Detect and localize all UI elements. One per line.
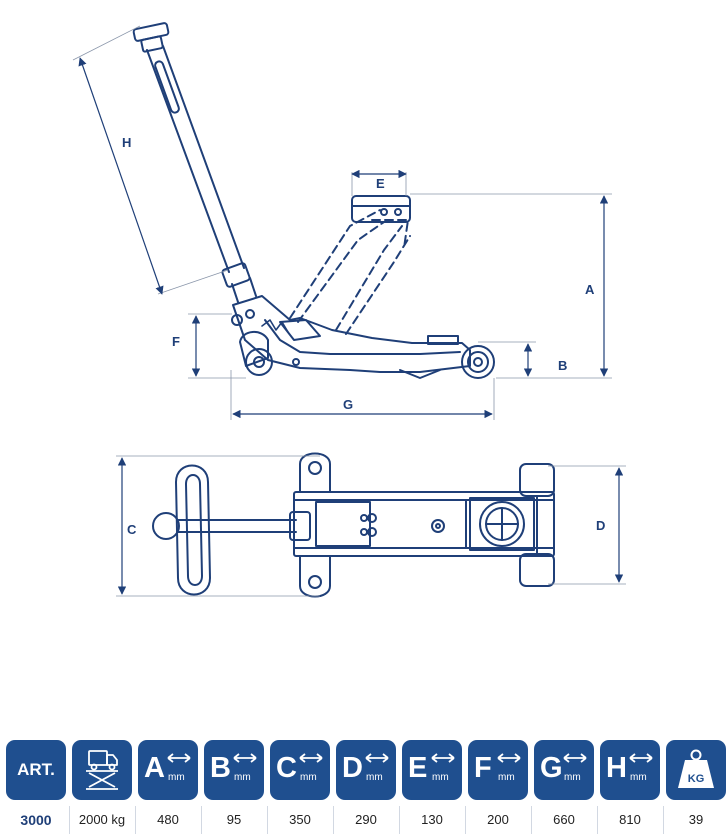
handle-loop	[152, 464, 211, 596]
spec-header-G: G mm	[534, 740, 594, 800]
dim-label-D: D	[596, 518, 605, 533]
handle-shaft	[146, 45, 257, 303]
spec-col-H: H mm 810	[600, 736, 660, 837]
spec-separator	[399, 806, 400, 834]
spec-separator	[333, 806, 334, 834]
dim-label-C: C	[127, 522, 137, 537]
top-frame	[293, 491, 555, 557]
side-view-dimensions	[72, 25, 612, 420]
spec-table: ART. 3000 2000 kg A	[0, 736, 728, 837]
spec-letter-B: B	[210, 752, 231, 784]
spec-value-F: 200	[487, 812, 509, 827]
spec-header-capacity	[72, 740, 132, 800]
spec-unit: mm	[564, 772, 581, 783]
spec-value-H: 810	[619, 812, 641, 827]
side-view	[132, 22, 495, 379]
spec-header-weight: KG	[666, 740, 726, 800]
spec-value-G: 660	[553, 812, 575, 827]
spec-unit: mm	[366, 772, 383, 783]
spec-value-weight: 39	[688, 812, 704, 827]
weight-kg-icon: KG	[678, 749, 714, 788]
spec-col-E: E mm 130	[402, 736, 462, 837]
spec-value-D: 290	[355, 812, 377, 827]
spec-col-F: F mm 200	[468, 736, 528, 837]
spec-separator	[201, 806, 202, 834]
double-arrow-icon	[629, 753, 653, 763]
spec-letter-F: F	[474, 752, 492, 784]
spec-header-B: B mm	[204, 740, 264, 800]
dim-label-A: A	[585, 282, 595, 297]
truck-on-lift-icon	[86, 750, 118, 790]
top-front-wheels	[519, 463, 555, 587]
spec-separator	[531, 806, 532, 834]
spec-unit: mm	[498, 772, 515, 783]
spec-unit: mm	[234, 772, 251, 783]
dim-label-B: B	[558, 358, 567, 373]
dim-label-G: G	[343, 397, 353, 412]
spec-header-D: D mm	[336, 740, 396, 800]
spec-header-C: C mm	[270, 740, 330, 800]
dim-label-E: E	[376, 176, 385, 191]
spec-separator	[597, 806, 598, 834]
rear-caster-wheel	[239, 331, 273, 376]
spec-unit: mm	[630, 772, 647, 783]
dim-label-H: H	[122, 135, 131, 150]
spec-value-B: 95	[226, 812, 242, 827]
spec-letter-G: G	[540, 752, 563, 784]
spec-value-C: 350	[289, 812, 311, 827]
spec-separator	[267, 806, 268, 834]
spec-col-art: ART. 3000	[6, 736, 66, 837]
double-arrow-icon	[233, 753, 257, 763]
spec-separator	[69, 806, 70, 834]
handle-grip	[132, 22, 170, 53]
spec-letter-E: E	[408, 752, 428, 784]
double-arrow-icon	[299, 753, 323, 763]
dim-label-F: F	[172, 334, 180, 349]
spec-separator	[465, 806, 466, 834]
lifting-saddle	[351, 195, 411, 223]
spec-col-C: C mm 350	[270, 736, 330, 837]
spec-col-B: B mm 95	[204, 736, 264, 837]
spec-unit: mm	[168, 772, 185, 783]
jack-technical-drawing: H E A B F G C D	[72, 22, 626, 598]
spec-value-art: 3000	[20, 812, 52, 828]
top-handle-shaft	[177, 511, 311, 541]
spec-col-A: A mm 480	[138, 736, 198, 837]
spec-header-H: H mm	[600, 740, 660, 800]
top-view-dimensions	[116, 455, 626, 597]
spec-value-A: 480	[157, 812, 179, 827]
spec-letter-A: A	[144, 752, 165, 784]
spec-value-E: 130	[421, 812, 443, 827]
spec-header-A: A mm	[138, 740, 198, 800]
spec-col-weight: KG 39	[666, 736, 726, 837]
front-wheel	[461, 345, 495, 379]
spec-header-E: E mm	[402, 740, 462, 800]
spec-value-capacity: 2000 kg	[78, 812, 126, 827]
spec-separator	[135, 806, 136, 834]
double-arrow-icon	[365, 753, 389, 763]
double-arrow-icon	[563, 753, 587, 763]
double-arrow-icon	[167, 753, 191, 763]
double-arrow-icon	[431, 753, 455, 763]
spec-unit: mm	[300, 772, 317, 783]
spec-letter-H: H	[606, 752, 627, 784]
spec-header-art: ART.	[6, 740, 66, 800]
spec-col-capacity: 2000 kg	[72, 736, 132, 837]
spec-separator	[663, 806, 664, 834]
raised-lift-arm	[289, 209, 411, 335]
double-arrow-icon	[497, 753, 521, 763]
spec-letter-D: D	[342, 752, 363, 784]
weight-unit-label: KG	[688, 773, 705, 785]
spec-col-G: G mm 660	[534, 736, 594, 837]
art-label: ART.	[17, 760, 55, 779]
spec-unit: mm	[432, 772, 449, 783]
spec-col-D: D mm 290	[336, 736, 396, 837]
top-view	[152, 452, 555, 598]
jack-chassis	[231, 295, 471, 379]
spec-header-F: F mm	[468, 740, 528, 800]
spec-letter-C: C	[276, 752, 297, 784]
